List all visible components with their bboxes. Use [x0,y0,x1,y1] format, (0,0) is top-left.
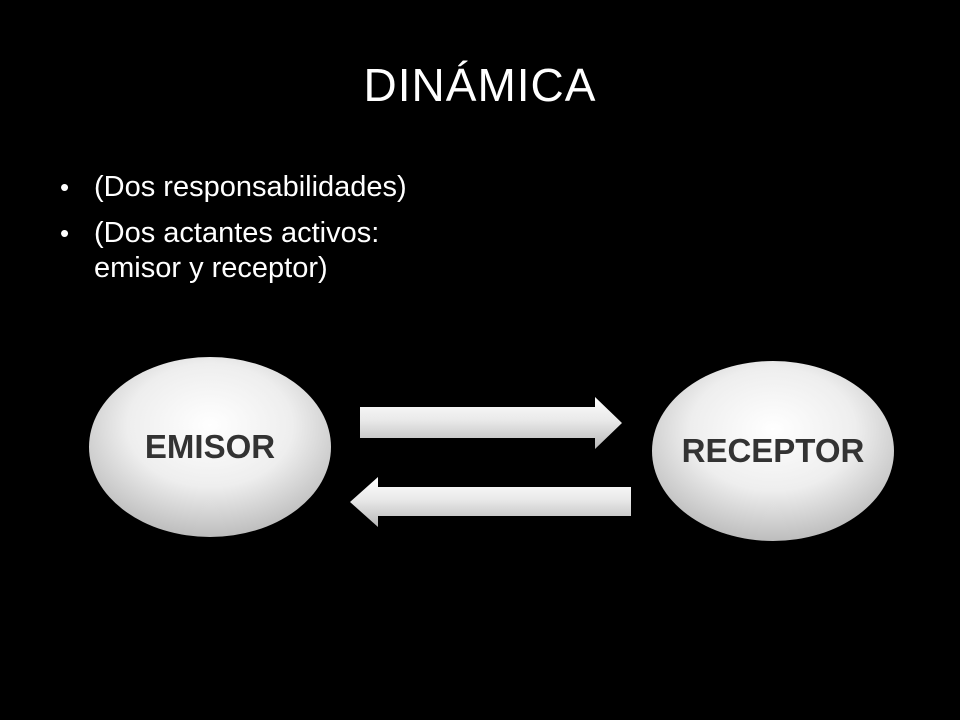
slide-title: DINÁMICA [363,59,597,111]
bullet-text-line-2: emisor y receptor) [94,252,328,284]
arrow-left-icon [350,477,631,527]
bullet-item-actantes: • (Dos actantes activos: emisor y recept… [58,216,578,286]
bullet-item-responsabilidades: • (Dos responsabilidades) [58,170,578,205]
receptor-node [652,361,894,541]
bullet-text: (Dos responsabilidades) [94,171,407,203]
bullet-text-line-1: (Dos actantes activos: [94,217,380,249]
bullet-dot-icon: • [60,172,70,202]
emisor-node [89,357,331,537]
receptor-label: RECEPTOR [682,432,865,469]
bullet-list: • (Dos responsabilidades) • (Dos actante… [58,170,578,297]
bullet-dot-icon: • [60,218,70,248]
emisor-label: EMISOR [145,428,275,465]
arrow-right-icon [360,397,622,449]
